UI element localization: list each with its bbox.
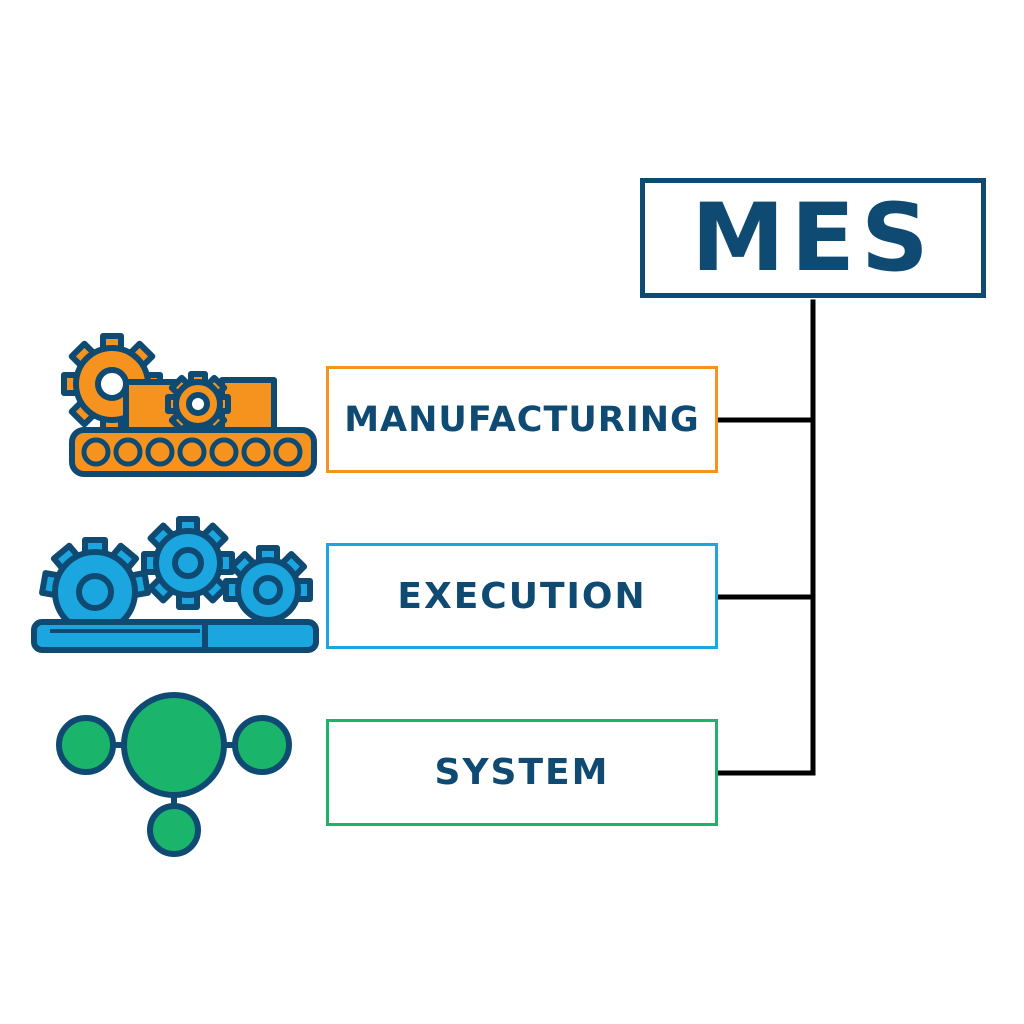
mes-title-box: MES [640,178,986,298]
mes-title: MES [691,183,935,293]
system-box: SYSTEM [326,719,718,826]
execution-box: EXECUTION [326,543,718,649]
manufacturing-label: MANUFACTURING [344,399,700,440]
manufacturing-box: MANUFACTURING [326,366,718,473]
execution-label: EXECUTION [397,575,647,617]
system-label: SYSTEM [434,752,610,793]
